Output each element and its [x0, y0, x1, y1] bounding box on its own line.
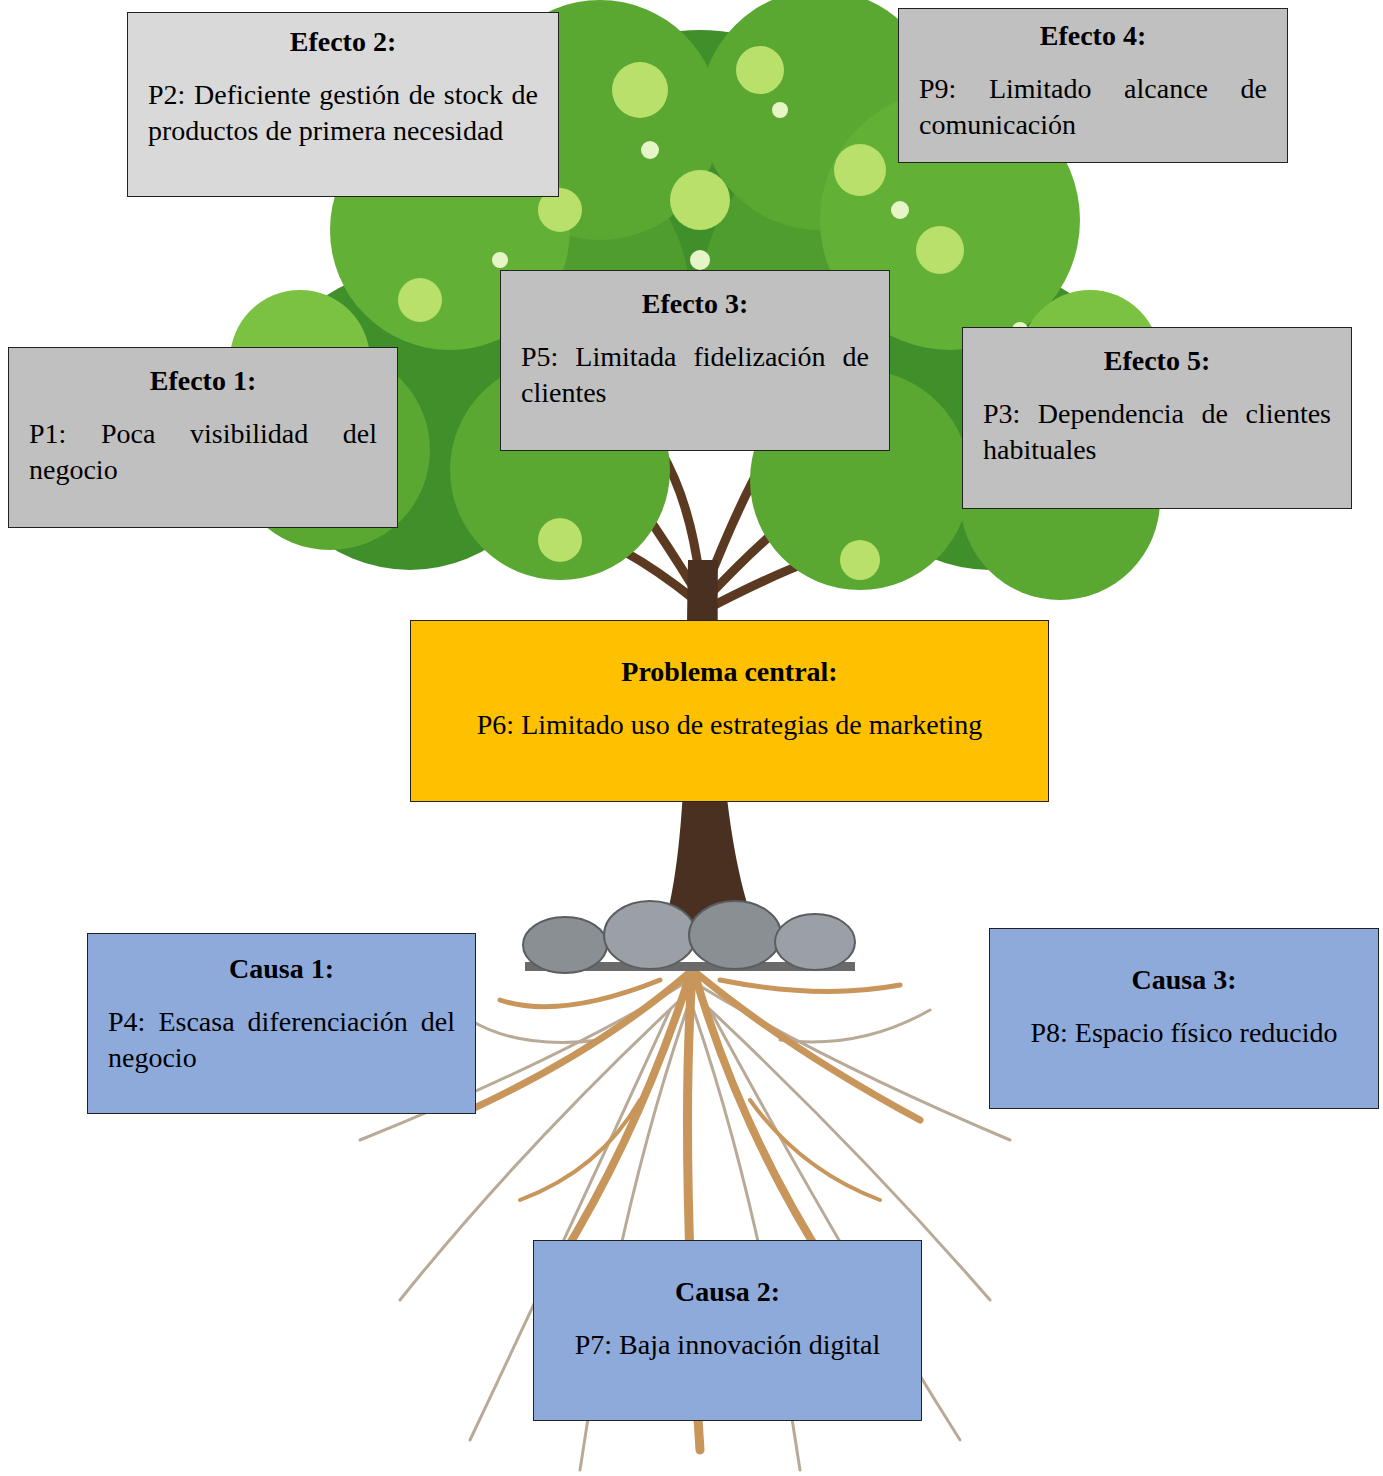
box-heading: Problema central: — [431, 655, 1028, 689]
node-content: Efecto 4: P9: Limitado alcance de comunic… — [919, 19, 1267, 143]
node-content: Causa 3: P8: Espacio físico reducido — [1010, 963, 1358, 1051]
box-text: P5: Limitada fidelización de clientes — [521, 339, 869, 411]
box-heading: Efecto 1: — [29, 364, 377, 398]
box-text: P8: Espacio físico reducido — [1010, 1015, 1358, 1051]
cause-box: Causa 2: P7: Baja innovación digital — [533, 1240, 922, 1421]
node-content: Efecto 2: P2: Deficiente gestión de stock… — [148, 25, 538, 149]
box-text: P1: Poca visibilidad del negocio — [29, 416, 377, 488]
box-heading: Efecto 2: — [148, 25, 538, 59]
node-content: Problema central: P6: Limitado uso de est… — [431, 655, 1028, 743]
effect-box: Efecto 1: P1: Poca visibilidad del negoci… — [8, 347, 398, 528]
stones — [523, 901, 855, 973]
effect-box: Efecto 3: P5: Limitada fidelización de cl… — [500, 270, 890, 451]
box-text: P4: Escasa diferenciación del negocio — [108, 1004, 455, 1076]
node-content: Efecto 3: P5: Limitada fidelización de cl… — [521, 287, 869, 411]
box-heading: Efecto 4: — [919, 19, 1267, 53]
box-heading: Efecto 3: — [521, 287, 869, 321]
box-text: P7: Baja innovación digital — [554, 1327, 901, 1363]
box-heading: Causa 2: — [554, 1275, 901, 1309]
box-text: P6: Limitado uso de estrategias de marke… — [431, 707, 1028, 743]
node-content: Efecto 5: P3: Dependencia de clientes hab… — [983, 344, 1331, 468]
node-content: Efecto 1: P1: Poca visibilidad del negoci… — [29, 364, 377, 488]
central-problem-box: Problema central: P6: Limitado uso de est… — [410, 620, 1049, 802]
box-heading: Efecto 5: — [983, 344, 1331, 378]
box-text: P3: Dependencia de clientes habituales — [983, 396, 1331, 468]
effect-box: Efecto 2: P2: Deficiente gestión de stock… — [127, 12, 559, 197]
effect-box: Efecto 4: P9: Limitado alcance de comunic… — [898, 8, 1288, 163]
box-text: P9: Limitado alcance de comunicación — [919, 71, 1267, 143]
node-content: Causa 1: P4: Escasa diferenciación del ne… — [108, 952, 455, 1076]
effect-box: Efecto 5: P3: Dependencia de clientes hab… — [962, 327, 1352, 509]
node-content: Causa 2: P7: Baja innovación digital — [554, 1275, 901, 1363]
cause-box: Causa 1: P4: Escasa diferenciación del ne… — [87, 933, 476, 1114]
box-heading: Causa 3: — [1010, 963, 1358, 997]
box-text: P2: Deficiente gestión de stock de produ… — [148, 77, 538, 149]
box-heading: Causa 1: — [108, 952, 455, 986]
cause-box: Causa 3: P8: Espacio físico reducido — [989, 928, 1379, 1109]
